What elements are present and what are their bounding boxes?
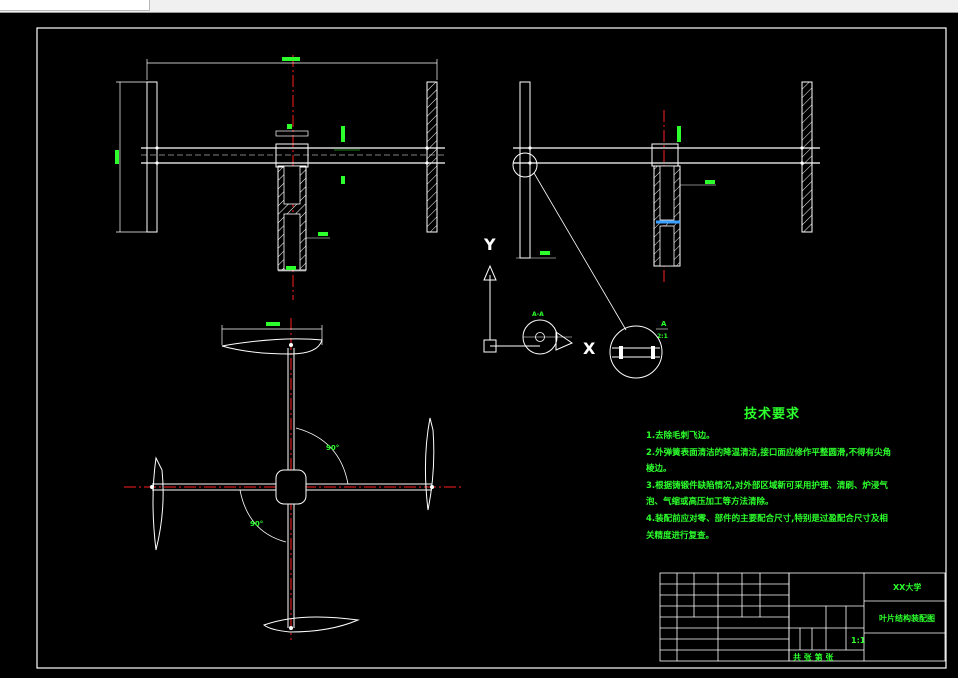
angle-label-upper: 90° — [326, 444, 339, 452]
detail-a-view: A 2:1 — [609, 320, 668, 379]
detail-a-label: A — [661, 320, 667, 328]
sheet-count: 共 张 第 张 — [793, 653, 834, 662]
tech-requirement-item: 1.去除毛刺飞边。 — [646, 431, 715, 441]
right-wall-hatched — [426, 81, 438, 233]
dimension-text — [115, 150, 119, 164]
left-plate — [519, 81, 531, 259]
tech-requirements-heading: 技术要求 — [744, 407, 801, 422]
title-block — [659, 572, 946, 662]
tech-requirements-list: 1.去除毛刺飞边。 2.外弹簧表面清洁的降温清洁,接口面应修作平整圆滑,不得有尖… — [646, 428, 896, 544]
school-name: XX大学 — [893, 583, 922, 592]
x-axis-label: X — [583, 339, 596, 358]
plan-view-rotor: 90° 90° — [124, 318, 462, 640]
detail-scale-label: 2:1 — [657, 333, 668, 340]
tech-requirement-item: 4.装配前应对零、部件的主要配合尺寸,特别是过盈配合尺寸及相关精度进行复查。 — [646, 513, 888, 541]
detail-circle-marker — [512, 152, 538, 178]
blade-left — [152, 456, 164, 551]
right-elevation-view — [512, 81, 820, 331]
left-plate — [146, 81, 158, 233]
section-a-a-label: A-A — [532, 311, 544, 318]
angle-arc-upper — [295, 427, 349, 485]
drawing-scale: 1:1 — [851, 636, 866, 645]
blade-bottom — [263, 616, 360, 633]
detail-leader-line — [533, 172, 627, 331]
tech-requirement-item: 2.外弹簧表面清洁的降温清洁,接口面应修作平整圆滑,不得有尖角棱边。 — [646, 447, 892, 475]
left-elevation-view — [115, 55, 445, 300]
drawing-frame — [36, 27, 947, 669]
right-wall-hatched — [801, 81, 813, 233]
dimension-text — [282, 57, 300, 61]
blade-top — [221, 338, 323, 355]
tech-requirement-item: 3.根据铸锻件缺陷情况,对外部区域新可采用护理、清刷、炉浸气泡、气缩或高压加工等… — [646, 480, 888, 508]
rotor-hub — [275, 469, 307, 505]
angle-arc-lower — [239, 489, 287, 543]
window-top-bar — [0, 0, 958, 13]
section-a-a-view: A-A — [522, 311, 574, 355]
blade-right — [424, 417, 435, 511]
y-axis-label: Y — [483, 235, 496, 254]
drawing-title: 叶片结构装配图 — [879, 614, 935, 623]
angle-label-lower: 90° — [250, 520, 263, 528]
window-tab[interactable] — [0, 0, 150, 11]
ucs-axis-icon: Y X — [483, 235, 596, 358]
